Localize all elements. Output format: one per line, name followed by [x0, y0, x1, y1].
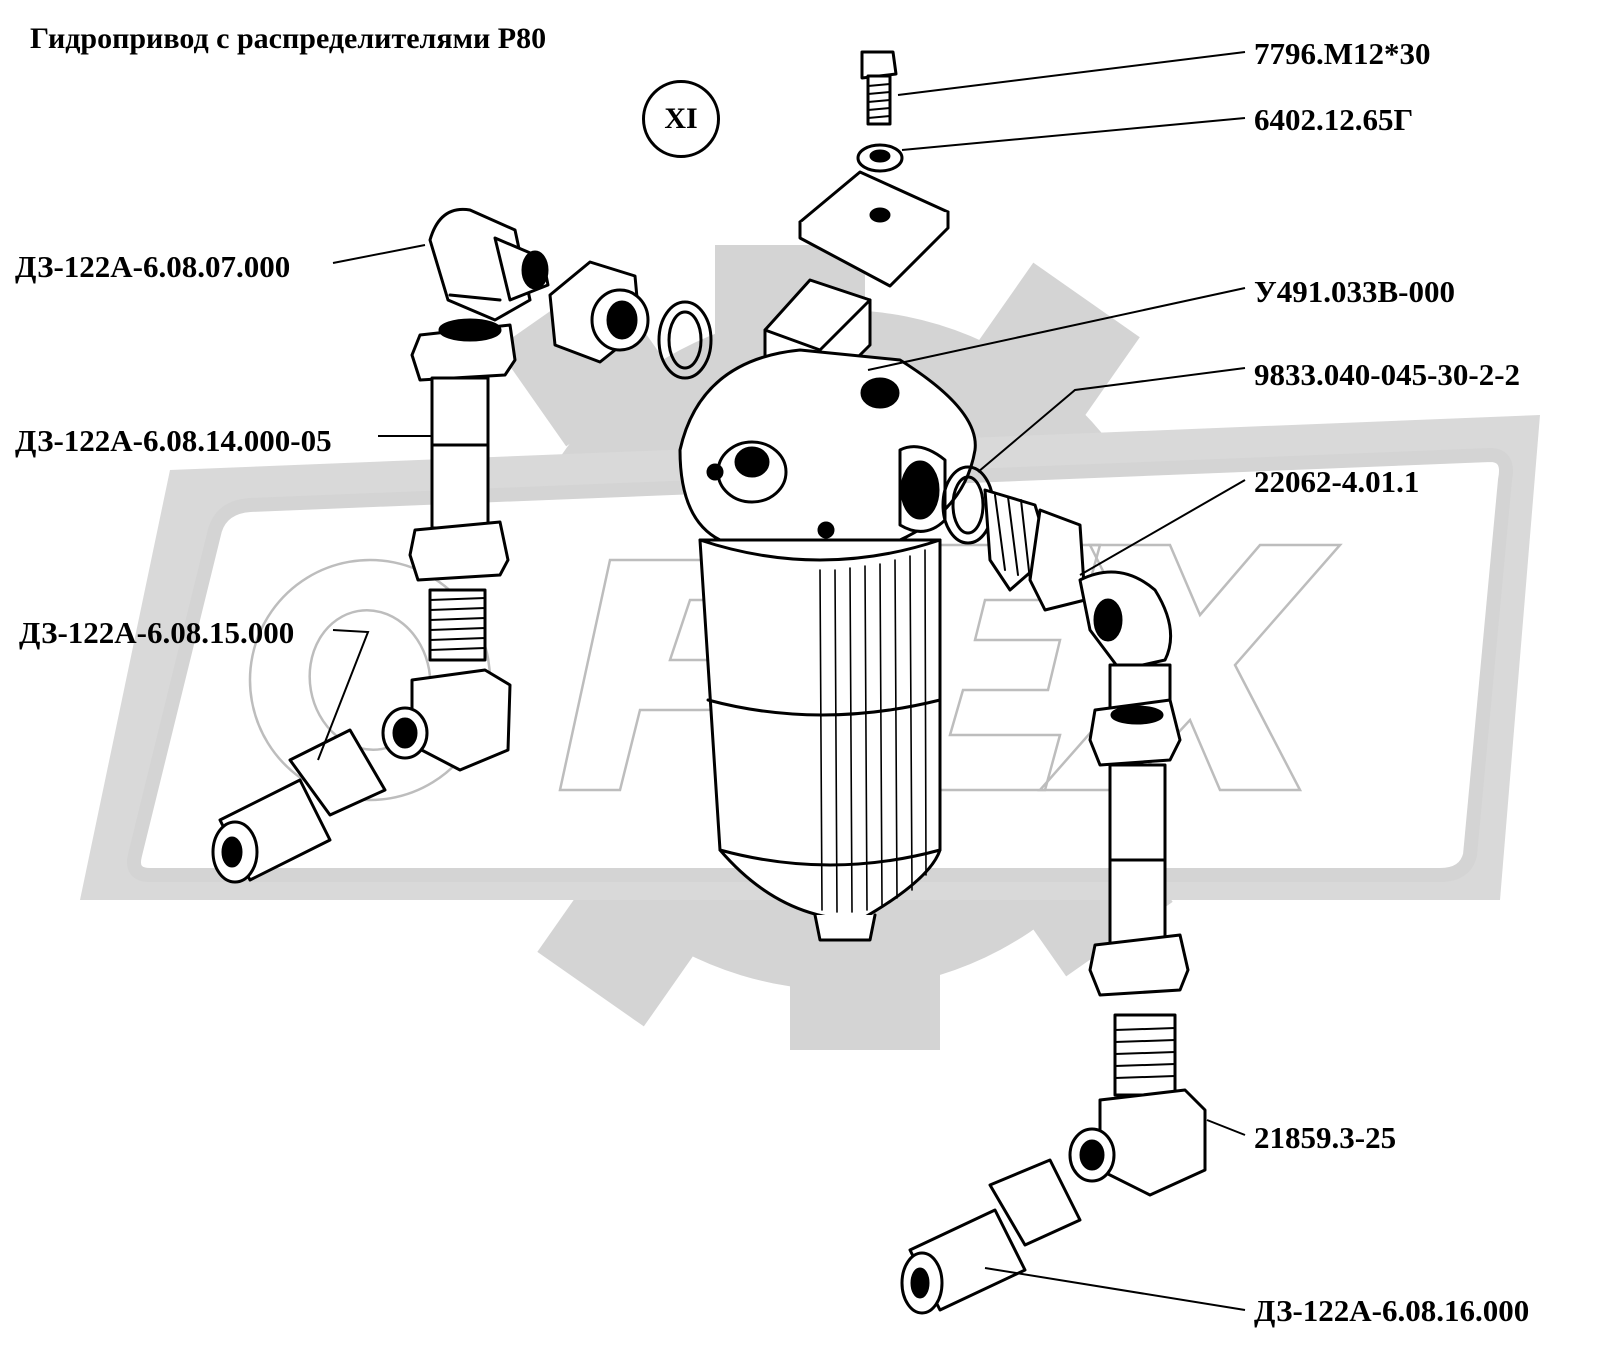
label-o-ring: 9833.040-045-30-2-2 [1254, 357, 1521, 392]
leader-o-ring [977, 367, 1246, 473]
parts-drawing [211, 50, 1207, 1315]
plate-part [798, 170, 950, 288]
washer-part [856, 143, 904, 173]
leader-elbow-top-left [332, 244, 426, 264]
filter-body-part [678, 278, 977, 942]
left-line-assembly [211, 207, 713, 884]
label-filter-body: У491.033В-000 [1254, 274, 1456, 309]
label-fitting-right: ДЗ-122А-6.08.16.000 [1254, 1293, 1530, 1328]
leader-union [1079, 479, 1246, 576]
diagram-title: Гидропривод с распределителями Р80 [30, 22, 547, 55]
label-washer: 6402.12.65Г [1254, 102, 1414, 137]
section-mark: XI [642, 80, 720, 158]
leader-washer [901, 117, 1246, 151]
right-line-assembly [900, 465, 1207, 1315]
label-union: 22062-4.01.1 [1254, 464, 1420, 499]
label-fitting-left: ДЗ-122А-6.08.15.000 [19, 615, 295, 650]
leader-bolt [897, 51, 1246, 96]
label-elbow-top-left: ДЗ-122А-6.08.07.000 [15, 249, 291, 284]
leader-fitting-right [984, 1267, 1246, 1311]
bolt-part [860, 50, 898, 126]
label-tee: 21859.3-25 [1254, 1120, 1397, 1155]
label-pipe-left: ДЗ-122А-6.08.14.000-05 [15, 423, 332, 458]
leader-tee [1206, 1119, 1246, 1136]
leader-filter-body [867, 287, 1246, 371]
leader-lines [317, 51, 1246, 1311]
label-bolt: 7796.М12*30 [1254, 36, 1431, 71]
leader-fitting-left [317, 629, 370, 761]
